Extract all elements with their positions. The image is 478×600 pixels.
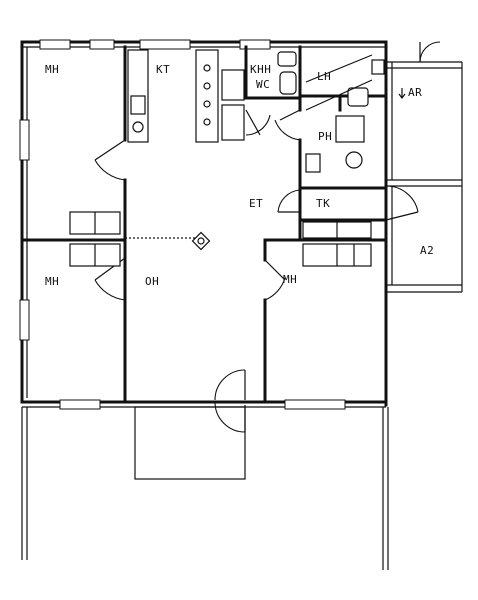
bathroom-fixtures [277, 51, 385, 173]
room-label-kt: KT [156, 63, 170, 76]
room-label-tk: TK [316, 197, 330, 210]
room-label-lh: LH [317, 70, 331, 83]
room-label-wc: WC [256, 78, 270, 91]
room-label-a2: A2 [420, 244, 434, 257]
doors [94, 41, 441, 433]
room-label-mh-right: MH [283, 273, 297, 286]
room-label-mh-left: MH [45, 275, 59, 288]
room-label-et: ET [249, 197, 263, 210]
terrace [21, 406, 389, 570]
room-labels: MH KT KHH WC LH AR PH ET TK MH OH MH A2 [45, 63, 434, 288]
room-label-mh-top-left: MH [45, 63, 59, 76]
arrow-down-icon [398, 88, 406, 99]
windows [19, 39, 346, 410]
room-label-oh: OH [145, 275, 159, 288]
room-label-ar: AR [408, 86, 422, 99]
living-room-detail [125, 231, 211, 251]
kitchen-fixtures [127, 49, 245, 143]
interior-walls [20, 45, 388, 404]
corridor-ar [386, 61, 463, 293]
room-label-ph: PH [318, 130, 332, 143]
closets [69, 211, 372, 267]
room-label-khh: KHH [250, 63, 271, 76]
